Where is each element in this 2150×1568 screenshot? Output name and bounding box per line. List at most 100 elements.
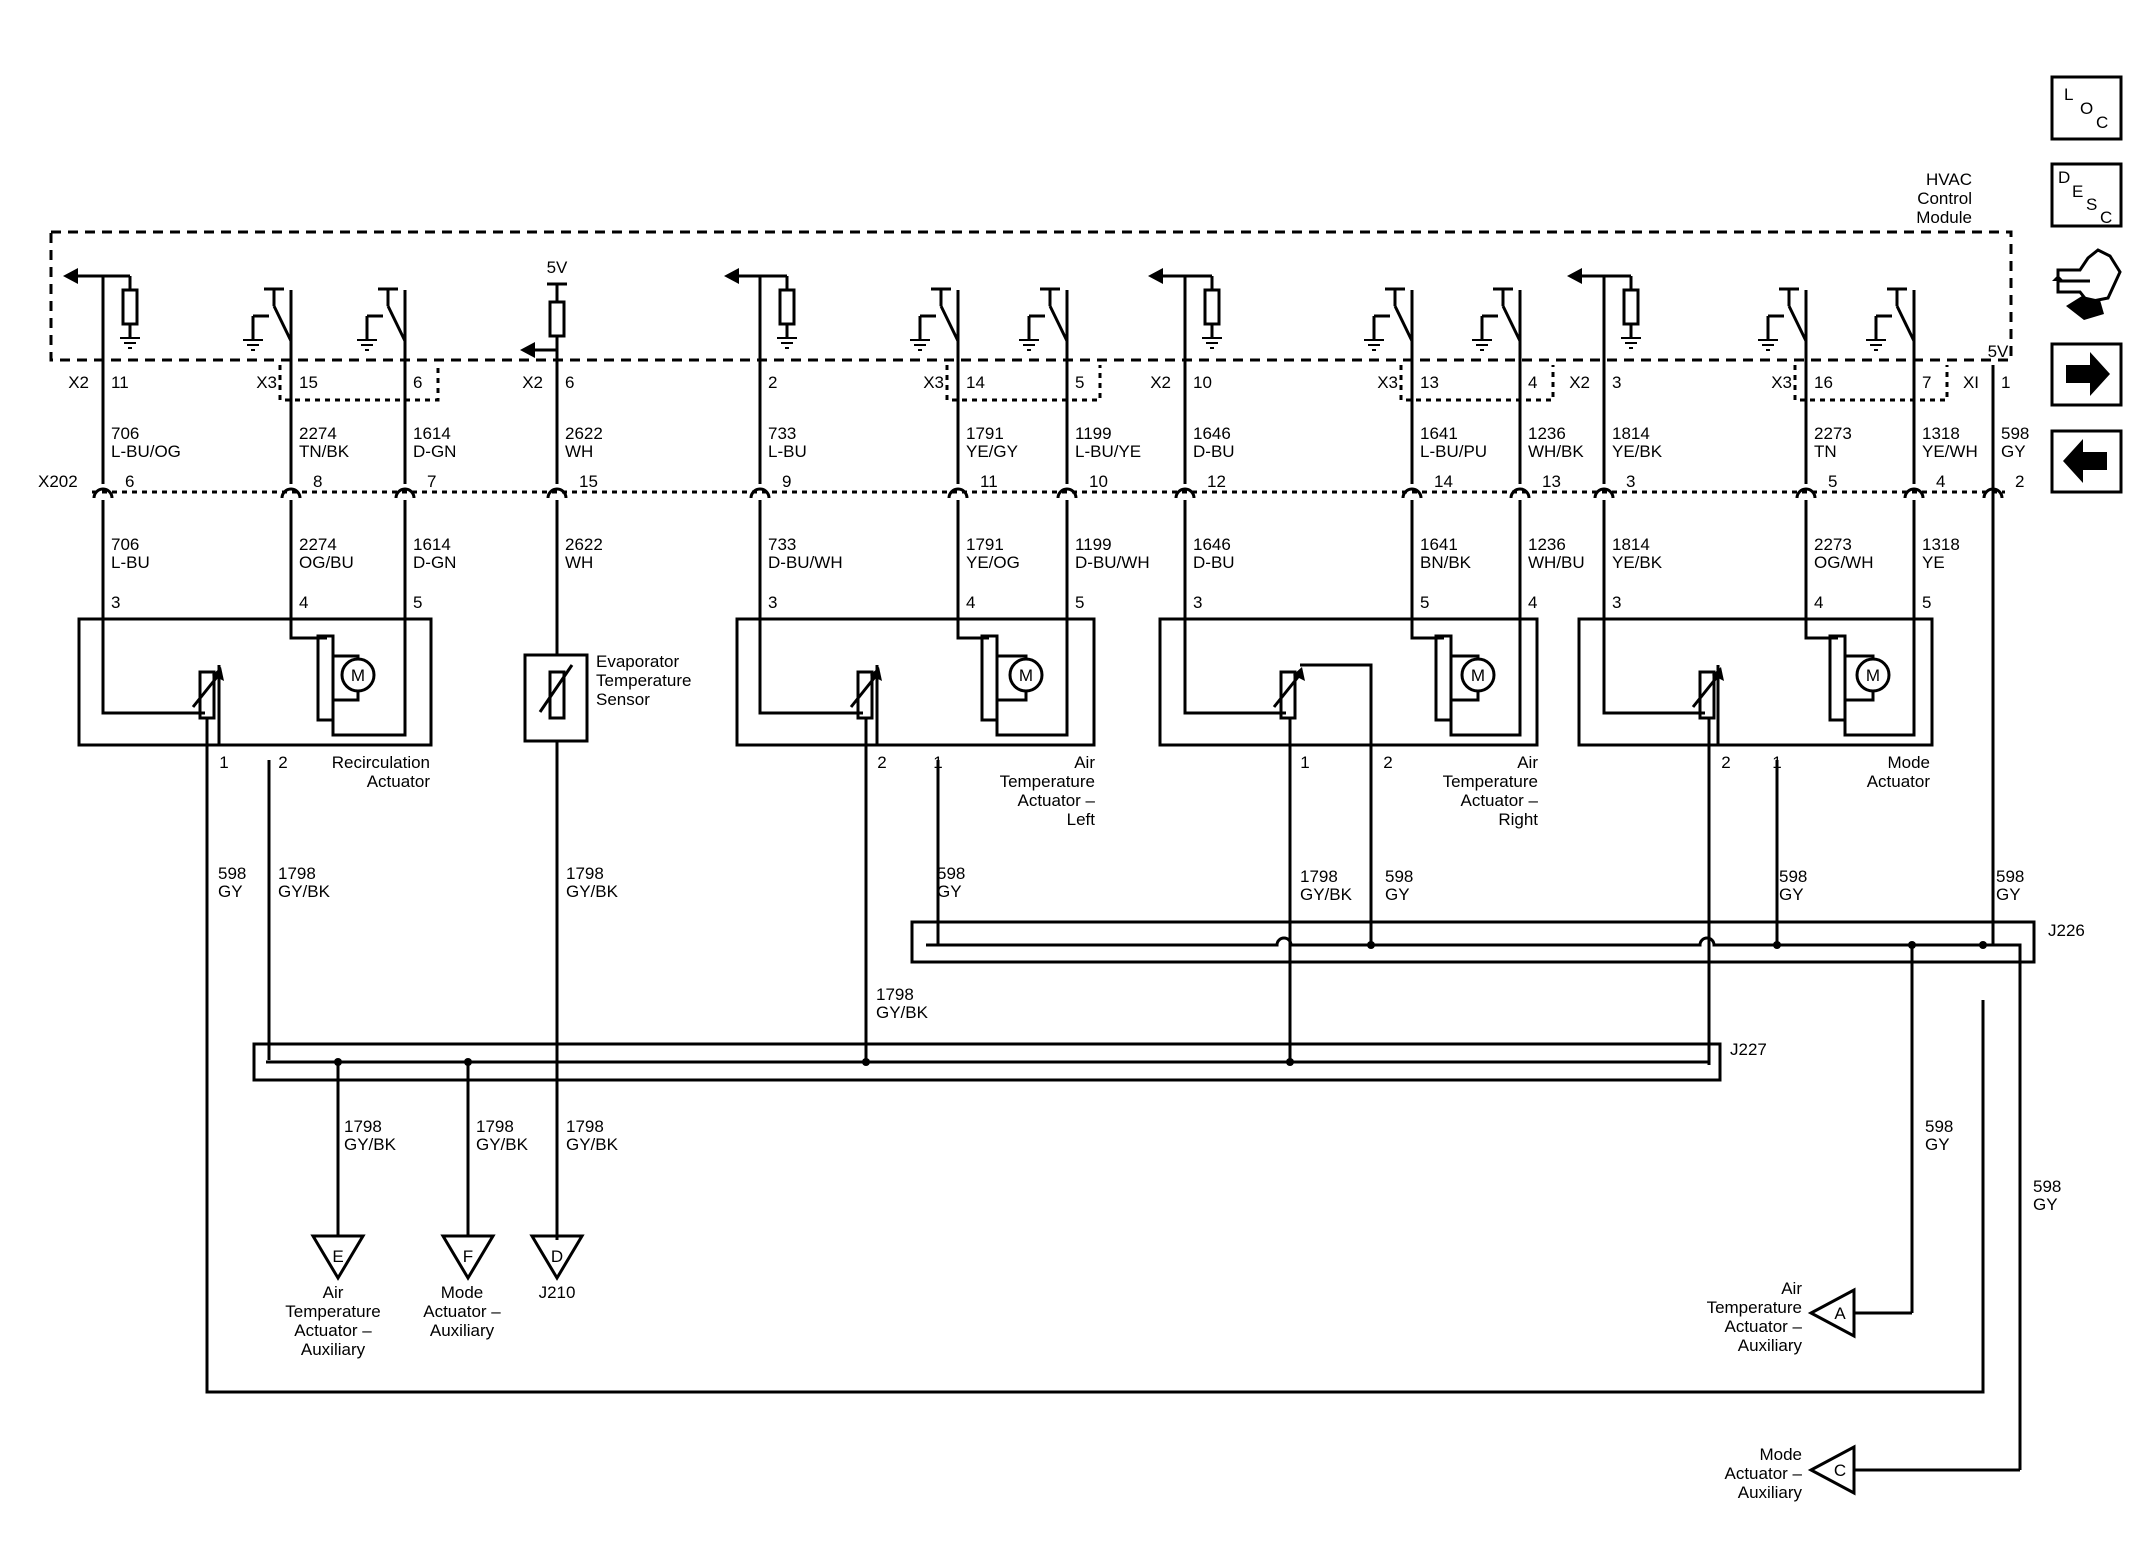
module-pin-number: 3 bbox=[1612, 373, 1621, 392]
ref-c[interactable]: C Mode Actuator – Auxiliary bbox=[1725, 1444, 1856, 1502]
wire-label: 598 bbox=[218, 864, 246, 883]
x202-terminal bbox=[1056, 487, 1078, 499]
icon-letter: C bbox=[2096, 113, 2108, 132]
wire-label: 598 bbox=[2033, 1177, 2061, 1196]
connector-view-button[interactable] bbox=[2052, 248, 2122, 320]
hvac-control-module: HVAC Control Module bbox=[49, 170, 2013, 362]
wire-label: 598 bbox=[937, 864, 965, 883]
wire-circuit-number: 1814 bbox=[1612, 424, 1650, 443]
upper-wires: 706L-BU/OG2274TN/BK1614D-GN2622WH733L-BU… bbox=[101, 390, 2029, 484]
actuator-name: Actuator bbox=[1867, 772, 1931, 791]
actuator-name: Actuator – bbox=[1461, 791, 1539, 810]
device-pin-number: 4 bbox=[1814, 593, 1823, 612]
device-pin-number: 3 bbox=[111, 593, 120, 612]
motor-label: M bbox=[1866, 666, 1880, 685]
wire-color: D-GN bbox=[413, 553, 456, 572]
pin-label: 2 bbox=[877, 753, 886, 772]
ref-f[interactable]: F Mode Actuator – Auxiliary bbox=[423, 1234, 501, 1340]
wire-color: D-GN bbox=[413, 442, 456, 461]
ref-name: Air bbox=[323, 1283, 344, 1302]
wire-color: YE/GY bbox=[966, 442, 1018, 461]
icon-letter: L bbox=[2064, 85, 2073, 104]
wire-label: 1798 bbox=[344, 1117, 382, 1136]
driver-switch-8 bbox=[1866, 287, 1916, 390]
wire-color: GY bbox=[2001, 442, 2026, 461]
wire-color: D-BU/WH bbox=[768, 553, 843, 572]
signal-input-circuit-1 bbox=[63, 268, 140, 390]
module-internal-circuits: 5V bbox=[63, 258, 2009, 480]
recirculation-actuator: M 1 2 Recirculation Actuator bbox=[77, 600, 433, 825]
wire-color: YE/BK bbox=[1612, 553, 1663, 572]
ref-name: Air bbox=[1781, 1279, 1802, 1298]
actuator-name: Left bbox=[1067, 810, 1096, 829]
wire-label: 1798 bbox=[476, 1117, 514, 1136]
ref-d[interactable]: D J210 bbox=[529, 1234, 585, 1302]
module-connector-label: X3 bbox=[1377, 373, 1398, 392]
wire-circuit-number: 1199 bbox=[1075, 535, 1112, 554]
return-wire-labels: 598 GY 1798 GY/BK 1798 GY/BK 598 GY 1798… bbox=[218, 864, 2061, 1214]
connector-view-icon bbox=[2052, 248, 2122, 320]
wire-color: YE bbox=[1922, 553, 1945, 572]
x202-pin-number: 5 bbox=[1828, 472, 1837, 491]
wire-color: YE/WH bbox=[1922, 442, 1978, 461]
icon-letter: C bbox=[2100, 208, 2112, 227]
wire-color: WH/BK bbox=[1528, 442, 1584, 461]
ref-e[interactable]: E Air Temperature Actuator – Auxiliary bbox=[285, 1234, 381, 1359]
x202-pin-number: 12 bbox=[1207, 472, 1226, 491]
wire-color: WH bbox=[565, 442, 593, 461]
sensor-reference-circuit: 5V bbox=[520, 258, 568, 390]
module-pin-number: 10 bbox=[1193, 373, 1212, 392]
wire-color: L-BU/YE bbox=[1075, 442, 1141, 461]
wire-label: GY/BK bbox=[566, 882, 619, 901]
wire-circuit-number: 2274 bbox=[299, 535, 337, 554]
air-temperature-actuator-left: M 2 1 Air Temperature Actuator – Left bbox=[735, 600, 1096, 1065]
module-pin-number: 5 bbox=[1075, 373, 1084, 392]
wire-circuit-number: 1646 bbox=[1193, 424, 1231, 443]
back-arrow-icon bbox=[2063, 439, 2107, 483]
actuator-name: Temperature bbox=[1443, 772, 1538, 791]
ref-name: Temperature bbox=[1707, 1298, 1802, 1317]
ref-letter: F bbox=[463, 1247, 473, 1266]
pin-label: 1 bbox=[1300, 753, 1309, 772]
x202-terminal bbox=[749, 487, 771, 499]
motor-label: M bbox=[1471, 666, 1485, 685]
module-connector-label: X3 bbox=[1771, 373, 1792, 392]
driver-switch-4 bbox=[1019, 287, 1069, 390]
desc-button[interactable]: D E S C bbox=[2050, 162, 2123, 228]
air-temperature-actuator-right: M 1 2 Air Temperature Actuator – Right bbox=[1158, 600, 1539, 1065]
wire-circuit-number: 1791 bbox=[966, 535, 1004, 554]
module-pin-number: 15 bbox=[299, 373, 318, 392]
forward-button[interactable] bbox=[2050, 342, 2123, 407]
module-pin-number: 14 bbox=[966, 373, 985, 392]
wire-label: 1798 bbox=[278, 864, 316, 883]
device-pin-number: 5 bbox=[1420, 593, 1429, 612]
x202-pin-number: 11 bbox=[980, 472, 998, 491]
signal-input-circuit-3 bbox=[1148, 268, 1222, 390]
ref-name: Auxiliary bbox=[1738, 1336, 1803, 1355]
sensor-name: Sensor bbox=[596, 690, 650, 709]
wire-label: 1798 bbox=[566, 1117, 604, 1136]
ref-name: Auxiliary bbox=[301, 1340, 366, 1359]
sensor-name: Evaporator bbox=[596, 652, 679, 671]
back-button[interactable] bbox=[2050, 429, 2123, 494]
ref-name: Auxiliary bbox=[430, 1321, 495, 1340]
x202-pin-number: 8 bbox=[313, 472, 322, 491]
module-pin-number: 4 bbox=[1528, 373, 1537, 392]
ref-a[interactable]: A Air Temperature Actuator – Auxiliary bbox=[1707, 1279, 1856, 1355]
wire-label: GY/BK bbox=[876, 1003, 929, 1022]
wire-circuit-number: 1646 bbox=[1193, 535, 1231, 554]
supply-5v-label: 5V bbox=[547, 258, 568, 277]
module-name-line1: HVAC bbox=[1926, 170, 1972, 189]
x202-connector: X202 bbox=[38, 472, 2005, 494]
x202-pin-number: 13 bbox=[1542, 472, 1561, 491]
module-pin-number: 2 bbox=[768, 373, 777, 392]
x202-terminal bbox=[1509, 487, 1531, 499]
wire-label: GY bbox=[937, 882, 962, 901]
loc-icon: L O C bbox=[2064, 85, 2108, 132]
driver-switch-1 bbox=[243, 287, 293, 390]
wire-label: 1798 bbox=[566, 864, 604, 883]
wire-color: TN bbox=[1814, 442, 1837, 461]
loc-button[interactable]: L O C bbox=[2050, 75, 2123, 141]
mode-actuator: M 2 1 Mode Actuator bbox=[1577, 600, 1934, 1065]
